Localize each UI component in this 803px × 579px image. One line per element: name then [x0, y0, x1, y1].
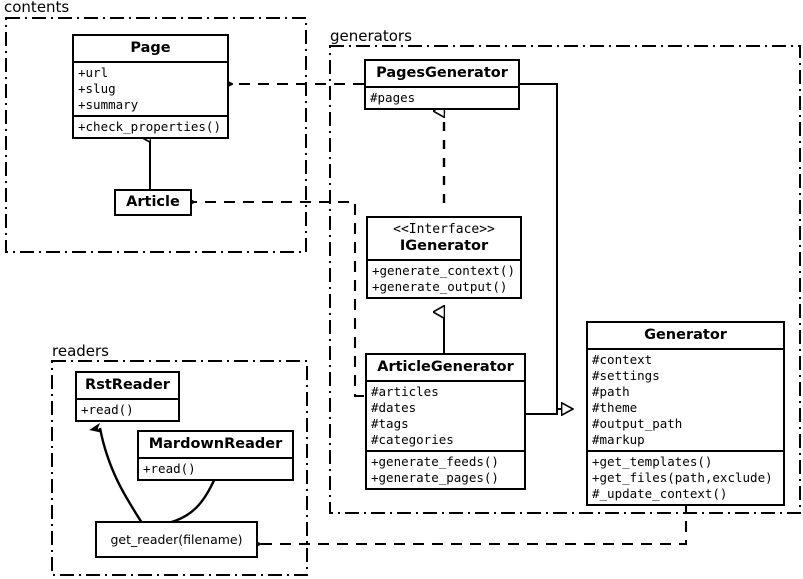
- attribute: #settings: [592, 368, 660, 383]
- readers-package-label: readers: [52, 342, 109, 360]
- generators-package-label: generators: [330, 27, 412, 45]
- class-generator[interactable]: Generator #context #settings #path #them…: [586, 321, 785, 506]
- attribute: #tags: [371, 416, 409, 431]
- class-pagesgenerator-title: PagesGenerator: [376, 65, 508, 81]
- attribute: +slug: [78, 81, 116, 96]
- class-articlegenerator-title: ArticleGenerator: [377, 359, 514, 375]
- attribute: +url: [78, 65, 109, 80]
- attribute: #pages: [370, 90, 416, 105]
- class-page-methods: +check_properties(): [74, 115, 227, 137]
- class-rstreader-title: RstReader: [85, 377, 170, 393]
- class-article[interactable]: Article: [114, 189, 192, 216]
- rel-get-reader-to-rstreader: [89, 422, 144, 524]
- method: +generate_output(): [372, 279, 508, 294]
- attribute: #markup: [592, 432, 645, 447]
- class-igenerator-title: <<Interface>> IGenerator: [368, 218, 520, 259]
- method: +generate_feeds(): [371, 454, 499, 469]
- method: +generate_context(): [372, 263, 515, 278]
- class-article-title: Article: [126, 194, 180, 210]
- class-pagesgenerator-attributes: #pages: [366, 86, 518, 108]
- rel-articlegenerator-to-generator: [526, 409, 558, 415]
- class-articlegenerator-attributes: #articles #dates #tags #categories: [367, 380, 524, 450]
- class-mardownreader-methods: +read(): [139, 457, 292, 479]
- attribute: +summary: [78, 97, 139, 112]
- class-mardownreader[interactable]: MardownReader +read(): [137, 430, 294, 481]
- method: +check_properties(): [78, 119, 221, 134]
- attribute: #categories: [371, 432, 454, 447]
- contents-package-label: contents: [4, 0, 70, 16]
- class-page-title: Page: [130, 40, 171, 56]
- class-igenerator-stereotype: <<Interface>>: [393, 222, 495, 237]
- function-get-reader-label: get_reader(filename): [110, 532, 243, 547]
- class-page[interactable]: Page +url +slug +summary +check_properti…: [72, 34, 229, 139]
- method: #_update_context(): [592, 486, 728, 501]
- class-pagesgenerator[interactable]: PagesGenerator #pages: [364, 59, 520, 110]
- class-articlegenerator-methods: +generate_feeds() +generate_pages(): [367, 450, 524, 488]
- attribute: #output_path: [592, 416, 683, 431]
- attribute: #articles: [371, 384, 439, 399]
- attribute: #path: [592, 384, 630, 399]
- attribute: #dates: [371, 400, 417, 415]
- rel-articlegenerator-to-article: [194, 202, 364, 398]
- method: +read(): [81, 402, 134, 417]
- class-articlegenerator[interactable]: ArticleGenerator #articles #dates #tags …: [365, 353, 526, 490]
- rel-pagesgenerator-to-generator: [520, 83, 573, 409]
- method: +read(): [143, 461, 196, 476]
- generators-package-frame: [329, 45, 801, 514]
- function-get-reader[interactable]: get_reader(filename): [95, 521, 258, 558]
- class-generator-attributes: #context #settings #path #theme #output_…: [588, 348, 783, 450]
- class-igenerator-methods: +generate_context() +generate_output(): [368, 259, 520, 297]
- method: +get_templates(): [592, 454, 713, 469]
- contents-package-frame: [5, 17, 307, 253]
- class-igenerator-name: IGenerator: [399, 238, 489, 254]
- class-mardownreader-title: MardownReader: [148, 436, 283, 452]
- class-rstreader[interactable]: RstReader +read(): [75, 371, 180, 422]
- class-generator-methods: +get_templates() +get_files(path,exclude…: [588, 450, 783, 504]
- class-rstreader-methods: +read(): [77, 398, 178, 420]
- method: +generate_pages(): [371, 470, 499, 485]
- class-igenerator[interactable]: <<Interface>> IGenerator +generate_conte…: [366, 216, 522, 299]
- attribute: #theme: [592, 400, 638, 415]
- method: +get_files(path,exclude): [592, 470, 773, 485]
- class-page-attributes: +url +slug +summary: [74, 61, 227, 115]
- attribute: #context: [592, 352, 653, 367]
- class-generator-title: Generator: [644, 327, 727, 343]
- rel-generator-to-get-reader: [260, 502, 688, 544]
- rel-get-reader-to-mardownreader: [167, 469, 220, 525]
